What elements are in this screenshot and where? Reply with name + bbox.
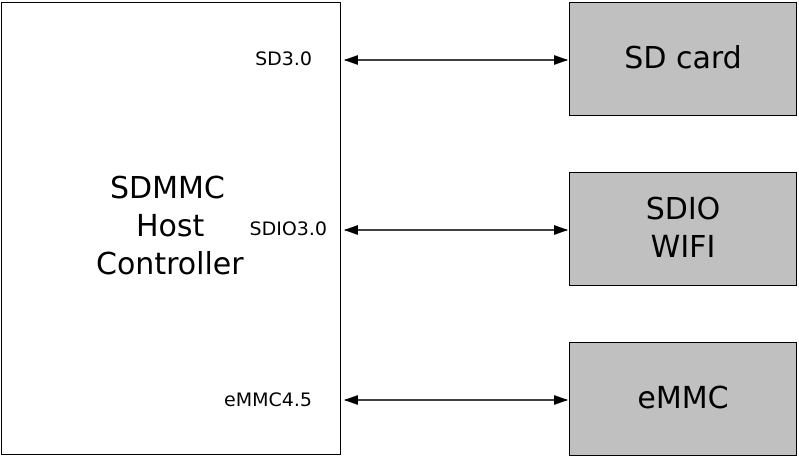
host-title-line-1: SDMMC — [110, 171, 225, 206]
port-label-sdio: SDIO3.0 — [249, 218, 327, 240]
device-sdio-wifi-label-1: SDIO — [645, 192, 721, 227]
host-controller-box — [1, 2, 341, 455]
device-sd-card: SD card — [569, 2, 797, 116]
host-title-line-2: Host — [136, 209, 205, 244]
device-sdio-wifi-label-2: WIFI — [650, 230, 716, 265]
device-sd-card-label: SD card — [624, 41, 742, 76]
host-controller-title: SDMMC Host Controller — [96, 170, 276, 284]
device-sdio-wifi: SDIO WIFI — [569, 172, 797, 286]
port-label-emmc: eMMC4.5 — [224, 389, 312, 411]
host-title-line-3: Controller — [96, 247, 244, 282]
device-emmc: eMMC — [569, 342, 797, 456]
device-emmc-label: eMMC — [637, 381, 729, 416]
port-label-sd: SD3.0 — [255, 48, 312, 70]
